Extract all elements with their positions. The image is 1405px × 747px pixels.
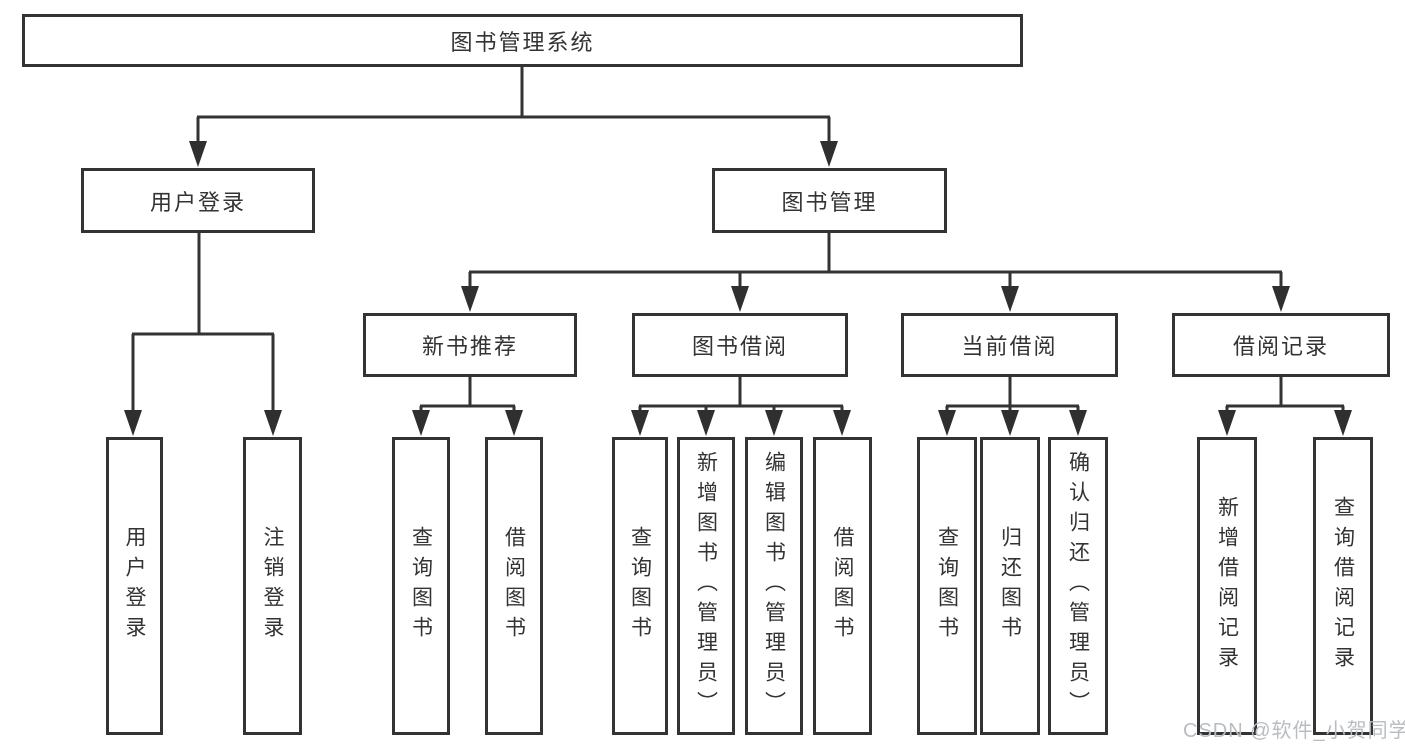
leaf-user-login-label: 用户登录	[123, 526, 146, 646]
node-borrowing-records-label: 借阅记录	[1232, 334, 1329, 359]
leaf-logout-label: 注销登录	[261, 526, 284, 646]
leaf-user-login: 用户登录	[106, 437, 163, 735]
leaf-br-add-record: 新增借阅记录	[1197, 437, 1257, 735]
leaf-cb-return-books: 归还图书	[980, 437, 1040, 735]
leaf-nbr-borrow-books-label: 借阅图书	[502, 526, 526, 646]
leaf-cb-query-books: 查询图书	[917, 437, 977, 735]
leaf-br-query-record-label: 查询借阅记录	[1331, 496, 1355, 676]
node-root: 图书管理系统	[22, 14, 1023, 67]
node-user-login: 用户登录	[81, 168, 315, 233]
leaf-cb-confirm-return-admin: 确认归还（管理员）	[1048, 437, 1108, 735]
node-root-label: 图书管理系统	[450, 29, 595, 55]
leaf-cb-confirm-return-admin-label: 确认归还（管理员）	[1066, 451, 1090, 721]
leaf-bb-add-books-admin: 新增图书（管理员）	[677, 437, 735, 735]
node-book-management-label: 图书管理	[781, 189, 878, 215]
leaf-bb-query-books: 查询图书	[612, 437, 668, 735]
leaf-nbr-query-books-label: 查询图书	[409, 526, 433, 646]
leaf-br-add-record-label: 新增借阅记录	[1215, 496, 1239, 676]
leaf-br-query-record: 查询借阅记录	[1313, 437, 1373, 735]
node-new-book-recommend-label: 新书推荐	[421, 334, 518, 359]
arrowhead-icons	[124, 141, 1352, 436]
node-current-borrowing-label: 当前借阅	[961, 334, 1058, 359]
leaf-bb-edit-books-admin-label: 编辑图书（管理员）	[762, 451, 786, 721]
leaf-bb-borrow-books: 借阅图书	[813, 437, 872, 735]
leaf-cb-query-books-label: 查询图书	[935, 526, 959, 646]
leaf-bb-borrow-books-label: 借阅图书	[831, 526, 854, 646]
node-book-borrowing-label: 图书借阅	[691, 334, 788, 359]
node-book-management: 图书管理	[712, 168, 947, 233]
leaf-logout: 注销登录	[243, 437, 302, 735]
node-current-borrowing: 当前借阅	[901, 313, 1118, 377]
leaf-nbr-borrow-books: 借阅图书	[485, 437, 543, 735]
node-book-borrowing: 图书借阅	[632, 313, 848, 377]
leaf-bb-add-books-admin-label: 新增图书（管理员）	[694, 451, 718, 721]
csdn-watermark: CSDN @软件_小贺同学	[1183, 720, 1405, 742]
leaf-bb-edit-books-admin: 编辑图书（管理员）	[745, 437, 803, 735]
node-new-book-recommend: 新书推荐	[363, 313, 577, 377]
leaf-nbr-query-books: 查询图书	[392, 437, 450, 735]
leaf-bb-query-books-label: 查询图书	[628, 526, 652, 646]
node-user-login-label: 用户登录	[149, 189, 246, 215]
leaf-cb-return-books-label: 归还图书	[998, 526, 1022, 646]
node-borrowing-records: 借阅记录	[1172, 313, 1390, 377]
